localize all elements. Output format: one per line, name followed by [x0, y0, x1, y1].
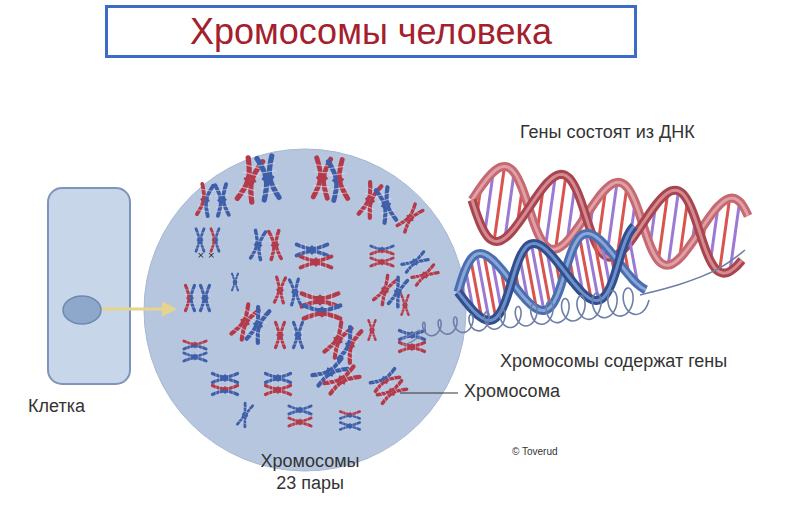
leader-line: [400, 393, 458, 394]
x-mark: × ×: [197, 250, 215, 260]
cell: [48, 188, 130, 384]
title-box: Хромосомы человека: [105, 5, 637, 58]
copyright: © Toverud: [512, 446, 558, 458]
pairs-label: Хромосомы 23 пары: [250, 451, 370, 494]
nucleus-zoom: [144, 149, 466, 471]
dna-helix: [404, 166, 748, 345]
chromosome-label: Хромосома: [464, 381, 560, 403]
zoom-arrow: [102, 308, 174, 311]
dna-label: Гены состоят из ДНК: [520, 122, 695, 144]
cell-label: Клетка: [28, 396, 85, 418]
genes-label: Хромосомы содержат гены: [500, 351, 727, 373]
chromosomes: [184, 156, 439, 430]
title: Хромосомы человека: [190, 11, 552, 53]
nucleus: [63, 296, 101, 324]
